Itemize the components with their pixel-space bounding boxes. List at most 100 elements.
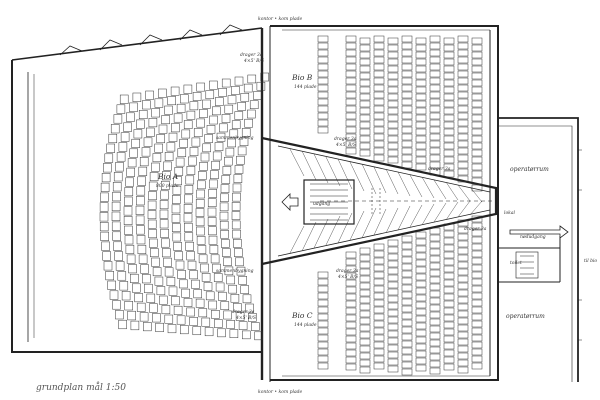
seat — [317, 42, 329, 50]
seat — [317, 70, 329, 78]
seat — [457, 56, 469, 64]
seat — [118, 319, 127, 330]
seat — [161, 305, 171, 315]
seat — [401, 126, 413, 134]
seat — [172, 195, 181, 204]
seat — [199, 162, 208, 171]
seat — [373, 77, 385, 85]
seat — [154, 98, 164, 108]
seat — [180, 94, 189, 104]
seat — [220, 184, 230, 193]
seat — [387, 344, 399, 352]
seat — [457, 240, 469, 248]
seat — [130, 273, 139, 283]
seat — [213, 273, 223, 282]
seat — [145, 90, 154, 100]
seat — [149, 238, 158, 248]
seat — [132, 283, 141, 293]
seat — [387, 288, 399, 296]
seat — [227, 138, 236, 148]
seat — [387, 37, 399, 45]
seat — [164, 105, 173, 115]
seat — [443, 258, 455, 266]
seat — [123, 216, 133, 225]
seat — [221, 78, 231, 88]
seat — [373, 285, 385, 293]
seat — [317, 35, 329, 43]
seat — [387, 246, 399, 254]
seat — [387, 295, 399, 303]
seat — [401, 63, 413, 71]
seat — [219, 220, 229, 230]
seat — [207, 207, 217, 217]
seat — [317, 49, 329, 57]
seat — [135, 215, 145, 225]
seat — [221, 114, 231, 123]
seat — [429, 105, 441, 113]
seat — [197, 180, 206, 190]
seat — [359, 86, 371, 94]
seat — [443, 272, 455, 280]
seat — [415, 72, 427, 80]
seat — [471, 306, 483, 314]
seat — [401, 98, 413, 106]
seat — [158, 124, 168, 134]
seat — [224, 156, 233, 166]
seat — [471, 79, 483, 87]
seat — [317, 91, 329, 99]
seat — [429, 297, 441, 305]
seat — [401, 277, 413, 285]
seat — [457, 352, 469, 360]
seat — [197, 245, 207, 254]
seat — [373, 271, 385, 279]
seat — [111, 221, 121, 231]
seat — [457, 324, 469, 332]
seat — [359, 93, 371, 101]
seat — [186, 110, 196, 120]
seat — [198, 171, 207, 180]
seat — [120, 132, 130, 142]
seat — [359, 65, 371, 73]
seat — [317, 313, 329, 321]
seat — [345, 342, 357, 350]
seat — [205, 291, 215, 301]
seat — [149, 172, 159, 182]
seat — [457, 35, 469, 43]
seat — [429, 283, 441, 291]
seat — [345, 349, 357, 357]
seat — [103, 261, 113, 271]
seat — [247, 74, 257, 84]
seat — [241, 128, 251, 137]
seat — [373, 362, 385, 370]
seat — [105, 271, 114, 281]
seat — [192, 326, 202, 336]
seat — [415, 280, 427, 288]
bio-b-subtitle: 144 plade — [294, 84, 317, 90]
seat — [373, 42, 385, 50]
seat — [457, 133, 469, 141]
seat — [359, 324, 371, 332]
seat — [188, 156, 197, 166]
seat — [443, 314, 455, 322]
seat — [457, 345, 469, 353]
seat — [317, 299, 329, 307]
seat — [471, 170, 483, 178]
seat — [204, 134, 213, 143]
seat — [443, 244, 455, 252]
seat — [373, 348, 385, 356]
seat — [140, 264, 149, 274]
seat — [387, 309, 399, 317]
seat — [471, 156, 483, 164]
seat — [443, 286, 455, 294]
seat — [443, 121, 455, 129]
seat — [443, 128, 455, 136]
seat — [415, 329, 427, 337]
bottom-note: kontor • kom plade — [258, 389, 303, 395]
seat — [233, 303, 242, 312]
seat — [415, 364, 427, 372]
seat — [109, 290, 119, 300]
seat — [207, 217, 217, 226]
seat — [175, 260, 185, 270]
seat — [148, 118, 158, 128]
seat — [401, 112, 413, 120]
